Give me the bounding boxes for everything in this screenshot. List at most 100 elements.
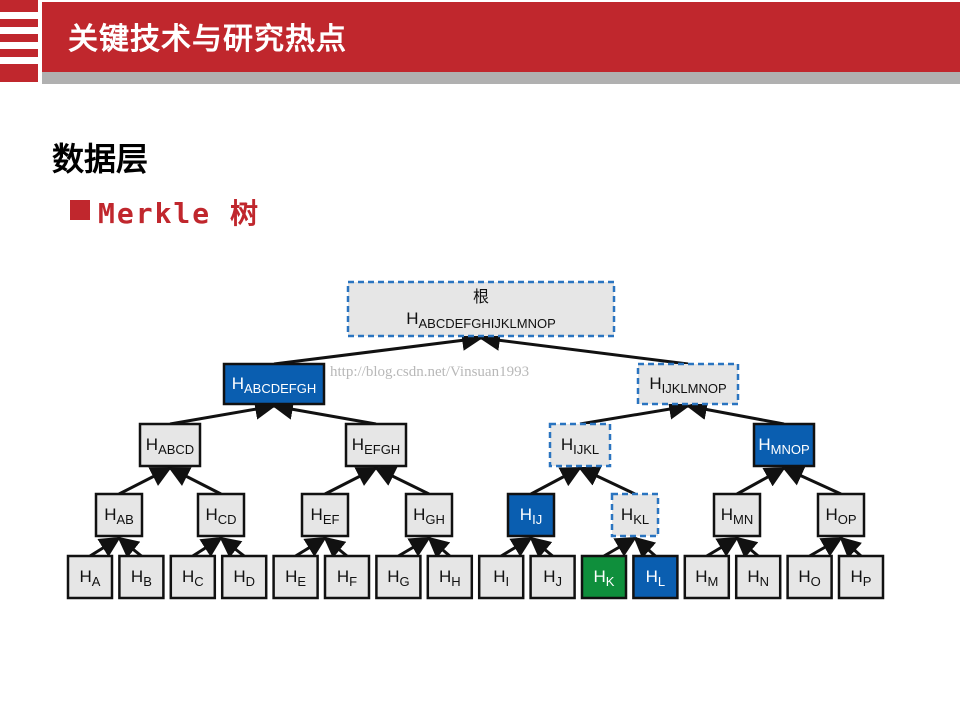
node-label: HEFGH [352, 435, 400, 457]
edge-KL-to-IJKL [578, 466, 636, 496]
edge-ABCD-to-ABCDEFGH [169, 398, 277, 426]
node-A: HA [66, 554, 114, 600]
node-C: HC [169, 554, 217, 600]
node-N: HN [734, 554, 782, 600]
edge-I-to-IJ [500, 536, 533, 558]
node-box [712, 492, 762, 538]
node-label: HEF [311, 505, 340, 527]
node-label: HKL [621, 505, 649, 527]
node-box [632, 554, 679, 600]
tree-edges [89, 329, 863, 559]
edge-M-to-MN [706, 536, 739, 558]
edge-G-to-GH [397, 536, 431, 558]
node-label: HC [182, 567, 204, 589]
edge-IJKL-to-IJKLMNOP [579, 398, 691, 426]
stripe-line [0, 27, 38, 34]
node-label: HF [337, 567, 357, 589]
edge-A-to-AB [89, 536, 121, 558]
edge-ABCDEFGH-to-root [273, 329, 484, 366]
node-label: HL [646, 567, 666, 589]
node-O: HO [786, 554, 833, 600]
node-box [816, 492, 866, 538]
edge-F-to-EF [323, 536, 348, 559]
node-label: HABCDEFGH [232, 374, 317, 396]
node-box [323, 554, 371, 600]
node-CD: HCD [196, 492, 246, 538]
edge-K-to-KL [603, 536, 637, 558]
edge-AB-to-ABCD [118, 466, 172, 496]
node-box [610, 492, 660, 538]
edge-GH-to-EFGH [374, 466, 430, 496]
root-label: 根 [473, 288, 489, 306]
edge-N-to-MN [735, 536, 760, 559]
node-G: HG [375, 554, 422, 600]
node-MN: HMN [712, 492, 762, 538]
node-IJKL: HIJKL [548, 422, 612, 468]
node-box [222, 362, 326, 406]
bullet-text: Merkle 树 [98, 197, 261, 230]
node-box [580, 554, 628, 600]
node-label: HB [131, 567, 152, 589]
edge-IJKLMNOP-to-root [478, 329, 689, 366]
node-label: HABCD [146, 435, 194, 457]
edge-D-to-CD [219, 536, 246, 558]
stripe-line [0, 42, 38, 49]
section-title: 数据层 [52, 140, 149, 178]
node-OP: HOP [816, 492, 866, 538]
stripe-line [0, 12, 38, 19]
node-box [636, 362, 740, 406]
stripe-line [0, 57, 38, 64]
node-label: HG [387, 567, 409, 589]
node-L: HL [632, 554, 679, 600]
node-ABCDEFGH: HABCDEFGH [222, 362, 326, 406]
node-GH: HGH [404, 492, 454, 538]
header-stripes [0, 0, 38, 82]
node-AB: HAB [94, 492, 144, 538]
node-H: HH [426, 554, 474, 600]
node-EFGH: HEFGH [344, 422, 408, 468]
edge-B-to-AB [117, 536, 143, 559]
node-EF: HEF [300, 492, 350, 538]
node-box [529, 554, 576, 600]
node-E: HE [272, 554, 319, 600]
edge-L-to-KL [633, 536, 657, 559]
node-label: HIJKL [561, 435, 599, 457]
node-label: HO [798, 567, 820, 589]
node-box [404, 492, 454, 538]
node-box [786, 554, 833, 600]
node-box [506, 492, 556, 538]
node-box [375, 554, 422, 600]
node-label: HOP [825, 505, 856, 527]
node-label: HCD [205, 505, 236, 527]
node-J: HJ [529, 554, 576, 600]
node-M: HM [683, 554, 731, 600]
node-box [300, 492, 350, 538]
node-box [752, 422, 816, 468]
edge-C-to-CD [191, 536, 223, 558]
node-label: HN [747, 567, 769, 589]
node-MNOP: HMNOP [752, 422, 816, 468]
node-box [548, 422, 612, 468]
watermark-text: http://blog.csdn.net/Vinsuan1993 [330, 364, 529, 380]
edge-MNOP-to-IJKLMNOP [685, 399, 785, 426]
node-box [477, 554, 525, 600]
edge-EFGH-to-ABCDEFGH [271, 398, 377, 426]
node-P: HP [837, 554, 885, 600]
node-label: HMN [721, 505, 754, 527]
node-KL: HKL [610, 492, 660, 538]
node-box [196, 492, 246, 538]
node-label: HE [285, 567, 306, 589]
header-divider [42, 72, 960, 84]
node-label: HH [439, 567, 461, 589]
node-ABCD: HABCD [138, 422, 202, 468]
node-label: HAB [104, 505, 134, 527]
node-box [346, 280, 616, 338]
node-box [272, 554, 319, 600]
slide-header: 关键技术与研究热点 [0, 0, 960, 84]
node-K: HK [580, 554, 628, 600]
slide-title: 关键技术与研究热点 [68, 22, 347, 57]
edge-IJ-to-IJKL [530, 466, 582, 496]
